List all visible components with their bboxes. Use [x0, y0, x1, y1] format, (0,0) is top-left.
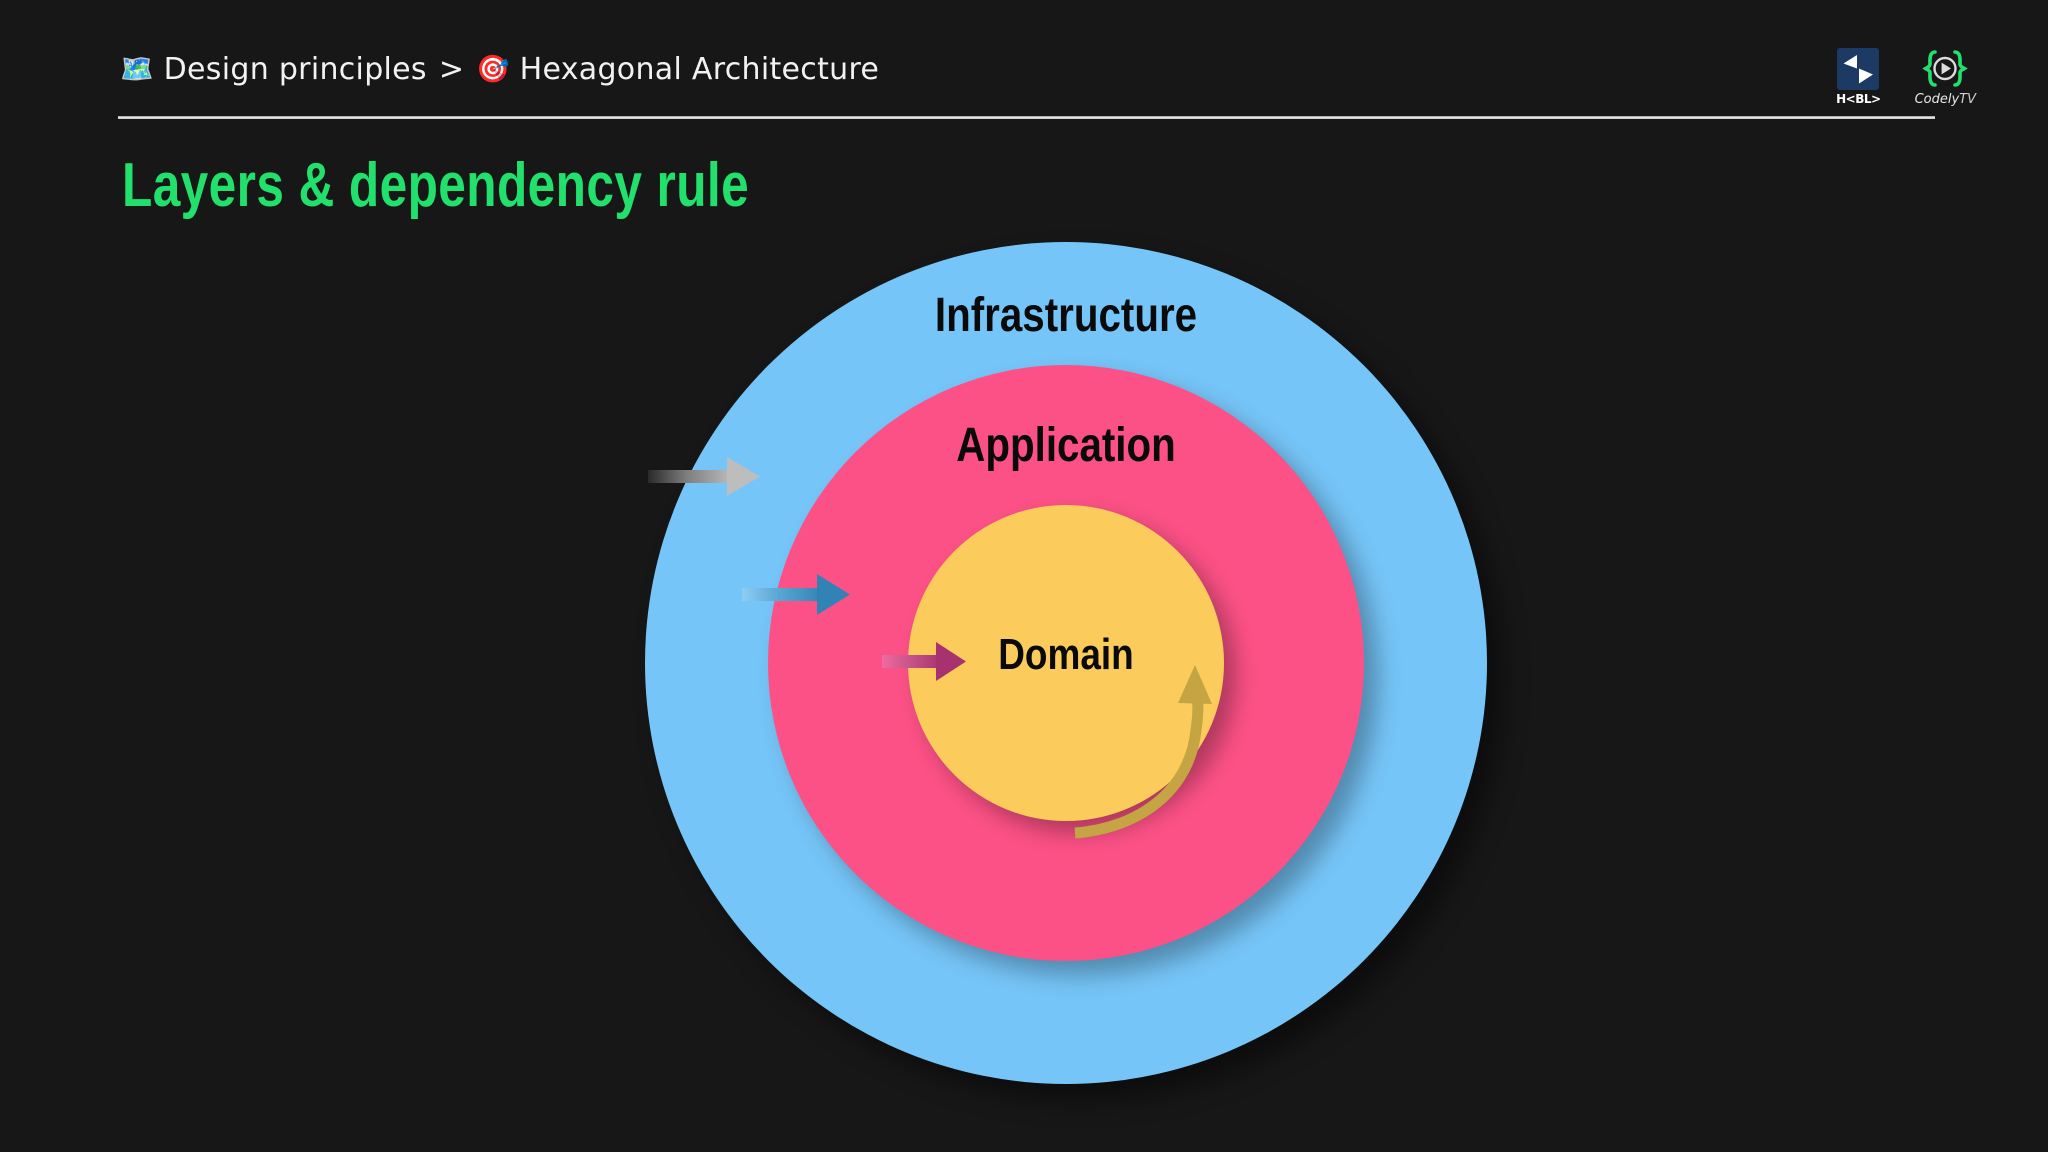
habla-logo-label: H<BL>	[1836, 92, 1881, 106]
slide-header: 🗺️ Design principles > 🎯 Hexagonal Archi…	[0, 0, 2048, 122]
breadcrumb: 🗺️ Design principles > 🎯 Hexagonal Archi…	[120, 52, 879, 87]
breadcrumb-separator: >	[438, 52, 465, 87]
codelytv-braces-play-icon	[1922, 50, 1969, 87]
dart-target-emoji: 🎯	[476, 54, 510, 84]
breadcrumb-item-design-principles[interactable]: Design principles	[163, 52, 427, 87]
codelytv-logo-label: CodelyTV	[1915, 92, 1976, 107]
ring-label-application: Application	[956, 419, 1176, 472]
ring-label-domain: Domain	[998, 630, 1134, 679]
habla-logo[interactable]: H<BL>	[1836, 48, 1881, 106]
header-divider	[118, 116, 1935, 119]
ring-label-infrastructure: Infrastructure	[934, 289, 1198, 342]
habla-double-triangle-icon	[1837, 48, 1880, 90]
codelytv-label-secondary: TV	[1959, 92, 1976, 107]
logo-group: H<BL> CodelyTV	[1836, 48, 1976, 107]
codelytv-label-primary: Codely	[1914, 92, 1960, 107]
codelytv-logo[interactable]: CodelyTV	[1915, 48, 1976, 107]
page-title: Layers & dependency rule	[122, 151, 750, 220]
world-map-emoji: 🗺️	[120, 54, 154, 84]
breadcrumb-item-hexagonal-architecture[interactable]: Hexagonal Architecture	[519, 52, 880, 87]
